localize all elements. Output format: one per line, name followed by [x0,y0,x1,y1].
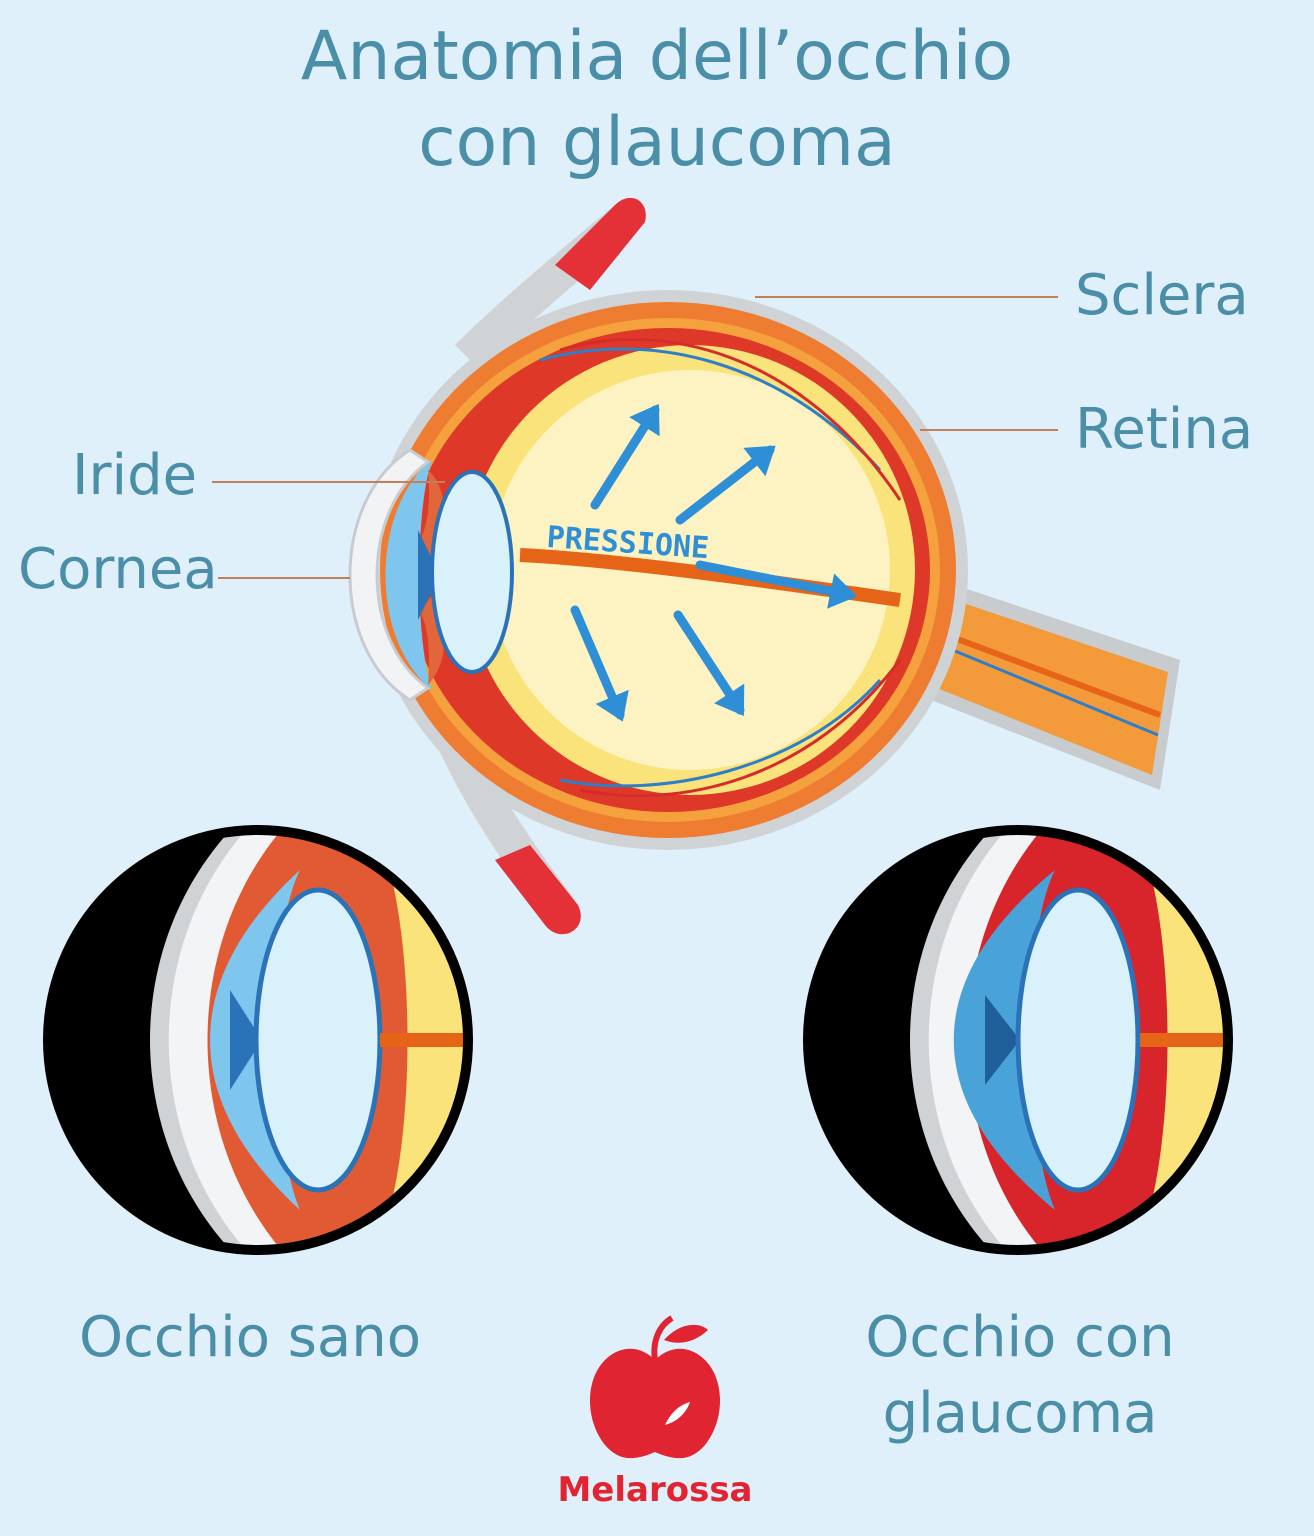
healthy-eye-caption-text: Occhio sano [78,1305,421,1370]
title-line-2: con glaucoma [418,103,896,182]
glaucoma-eye-magnifier [803,825,1233,1255]
glaucoma-eye-caption: Occhio con glaucoma [840,1300,1200,1452]
title-line-1: Anatomia dell’occhio [300,17,1014,96]
retina-label: Retina [1075,397,1254,462]
sclera-label: Sclera [1075,263,1249,328]
healthy-eye-caption: Occhio sano [60,1300,440,1376]
leader-lines [212,296,1058,579]
page-title: Anatomia dell’occhio con glaucoma [0,14,1314,186]
lens-shape [430,470,514,674]
iride-label: Iride [72,443,198,508]
healthy-eye-magnifier [43,825,473,1255]
cornea-label: Cornea [18,537,218,602]
apple-logo-icon [590,1315,720,1459]
glaucoma-caption-line-2: glaucoma [882,1381,1158,1446]
eyeball [368,290,968,850]
upper-muscle [455,197,646,370]
brand-name: Melarossa [557,1470,753,1510]
cornea-shape [348,448,432,702]
glaucoma-caption-line-1: Occhio con [865,1305,1175,1370]
pressure-arrows [570,403,858,722]
